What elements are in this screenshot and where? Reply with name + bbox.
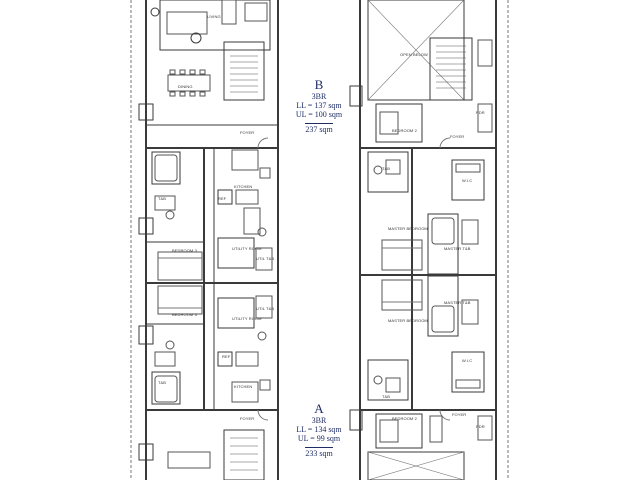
- room-label-tb-lower: T&B: [158, 380, 167, 385]
- room-label-foyer-lower: FOYER: [240, 416, 255, 421]
- room-label-utility-lower: UTILITY ROOM: [232, 316, 262, 321]
- room-label-bedroom3-lower: BEDROOM 3: [172, 312, 197, 317]
- room-label-tb-right-lower: T&B: [382, 394, 391, 399]
- room-label-kitchen-upper: KITCHEN: [234, 184, 253, 189]
- room-label-tb-upper: T&B: [158, 196, 167, 201]
- room-label-util-tb-lower: UTIL T&B: [256, 306, 275, 311]
- room-label-master-bedroom-upper: MASTER BEDROOM: [388, 226, 428, 231]
- room-label-util-tb-upper: UTIL T&B: [256, 256, 275, 261]
- room-label-tb-right-upper: T&B: [382, 166, 391, 171]
- room-label-master-tb-upper: MASTER T&B: [444, 246, 471, 251]
- room-label-open-below-upper: OPEN BELOW: [400, 52, 428, 57]
- unit-a-label: A 3BR LL = 134 sqm UL = 99 sqm 233 sqm: [282, 402, 356, 461]
- unit-b-lower-level-area: LL = 137 sqm: [296, 101, 342, 110]
- unit-b-type: 3BR: [311, 92, 327, 101]
- room-label-wic-upper: W.I.C: [462, 178, 473, 183]
- unit-a-letter: A: [314, 401, 324, 416]
- room-label-master-tb-lower: MASTER T&B: [444, 300, 471, 305]
- room-label-foyer-right-upper: FOYER: [450, 134, 465, 139]
- room-label-utility-upper: UTILITY ROOM: [232, 246, 262, 251]
- room-label-pdr-lower: PDR: [476, 424, 485, 429]
- unit-b-label: B 3BR LL = 137 sqm UL = 100 sqm 237 sqm: [282, 78, 356, 137]
- room-label-kitchen-lower: KITCHEN: [234, 384, 253, 389]
- room-label-ref-upper: REF: [218, 196, 227, 201]
- room-label-foyer-right-lower: FOYER: [452, 412, 467, 417]
- room-label-wic-lower: W.I.C: [462, 358, 473, 363]
- room-label-dining: DINING: [178, 84, 193, 89]
- unit-a-type: 3BR: [311, 416, 327, 425]
- unit-b-letter: B: [314, 77, 324, 92]
- room-label-master-bedroom-lower: MASTER BEDROOM: [388, 318, 428, 323]
- room-label-pdr-upper: PDR: [476, 110, 485, 115]
- room-label-ref-lower: REF: [222, 354, 231, 359]
- unit-a-upper-level-area: UL = 99 sqm: [297, 434, 341, 443]
- unit-a-total-area: 233 sqm: [305, 447, 333, 458]
- unit-b-upper-level-area: UL = 100 sqm: [295, 110, 343, 119]
- room-label-bedroom2-lower: BEDROOM 2: [392, 416, 417, 421]
- room-label-bedroom2-upper: BEDROOM 2: [392, 128, 417, 133]
- room-label-living: LIVING: [207, 14, 221, 19]
- room-label-foyer-upper: FOYER: [240, 130, 255, 135]
- unit-b-total-area: 237 sqm: [305, 123, 333, 134]
- unit-a-lower-level-area: LL = 134 sqm: [296, 425, 342, 434]
- room-label-bedroom3-upper: BEDROOM 3: [172, 248, 197, 253]
